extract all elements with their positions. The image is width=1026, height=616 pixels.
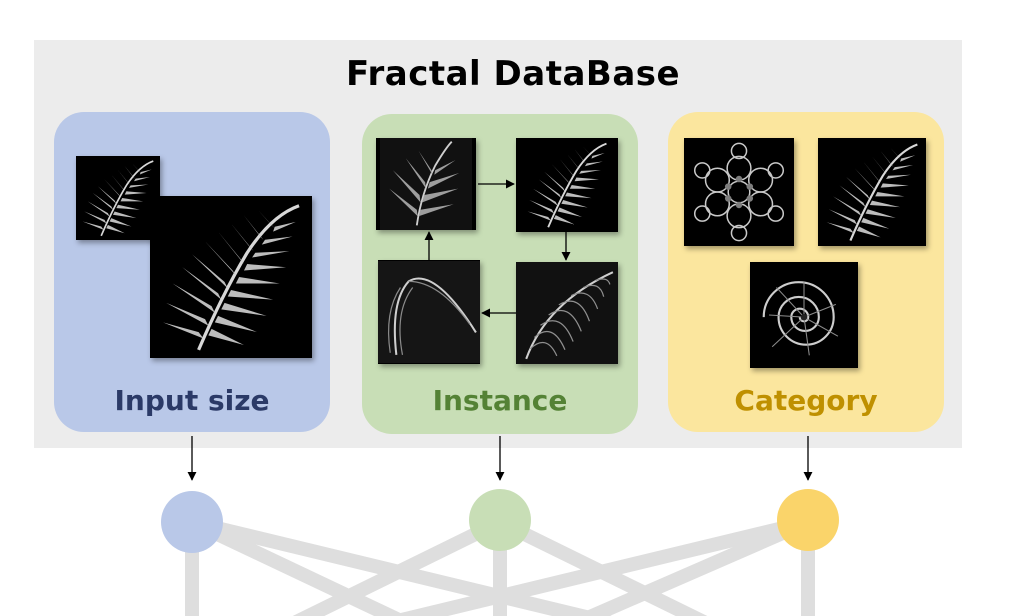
instance-label: Instance [432,384,568,417]
input-size-label: Input size [114,384,270,417]
fern-icon [516,138,618,232]
spiral-shell-icon [750,262,858,368]
fern-icon [378,260,480,364]
network-diagram [161,436,839,616]
fern-icon [76,156,160,240]
fern-icon [150,196,312,358]
snowflake-fractal-icon [684,138,794,246]
network-edges [185,515,815,616]
fern-icon [516,262,618,364]
category-node [777,489,839,551]
diagram-title: Fractal DataBase [345,54,681,94]
fern-icon [818,138,926,246]
instance-node [469,489,531,551]
input-size-node [161,491,223,553]
fern-icon [376,138,476,230]
category-label: Category [734,384,878,417]
input-arrows [187,436,813,481]
